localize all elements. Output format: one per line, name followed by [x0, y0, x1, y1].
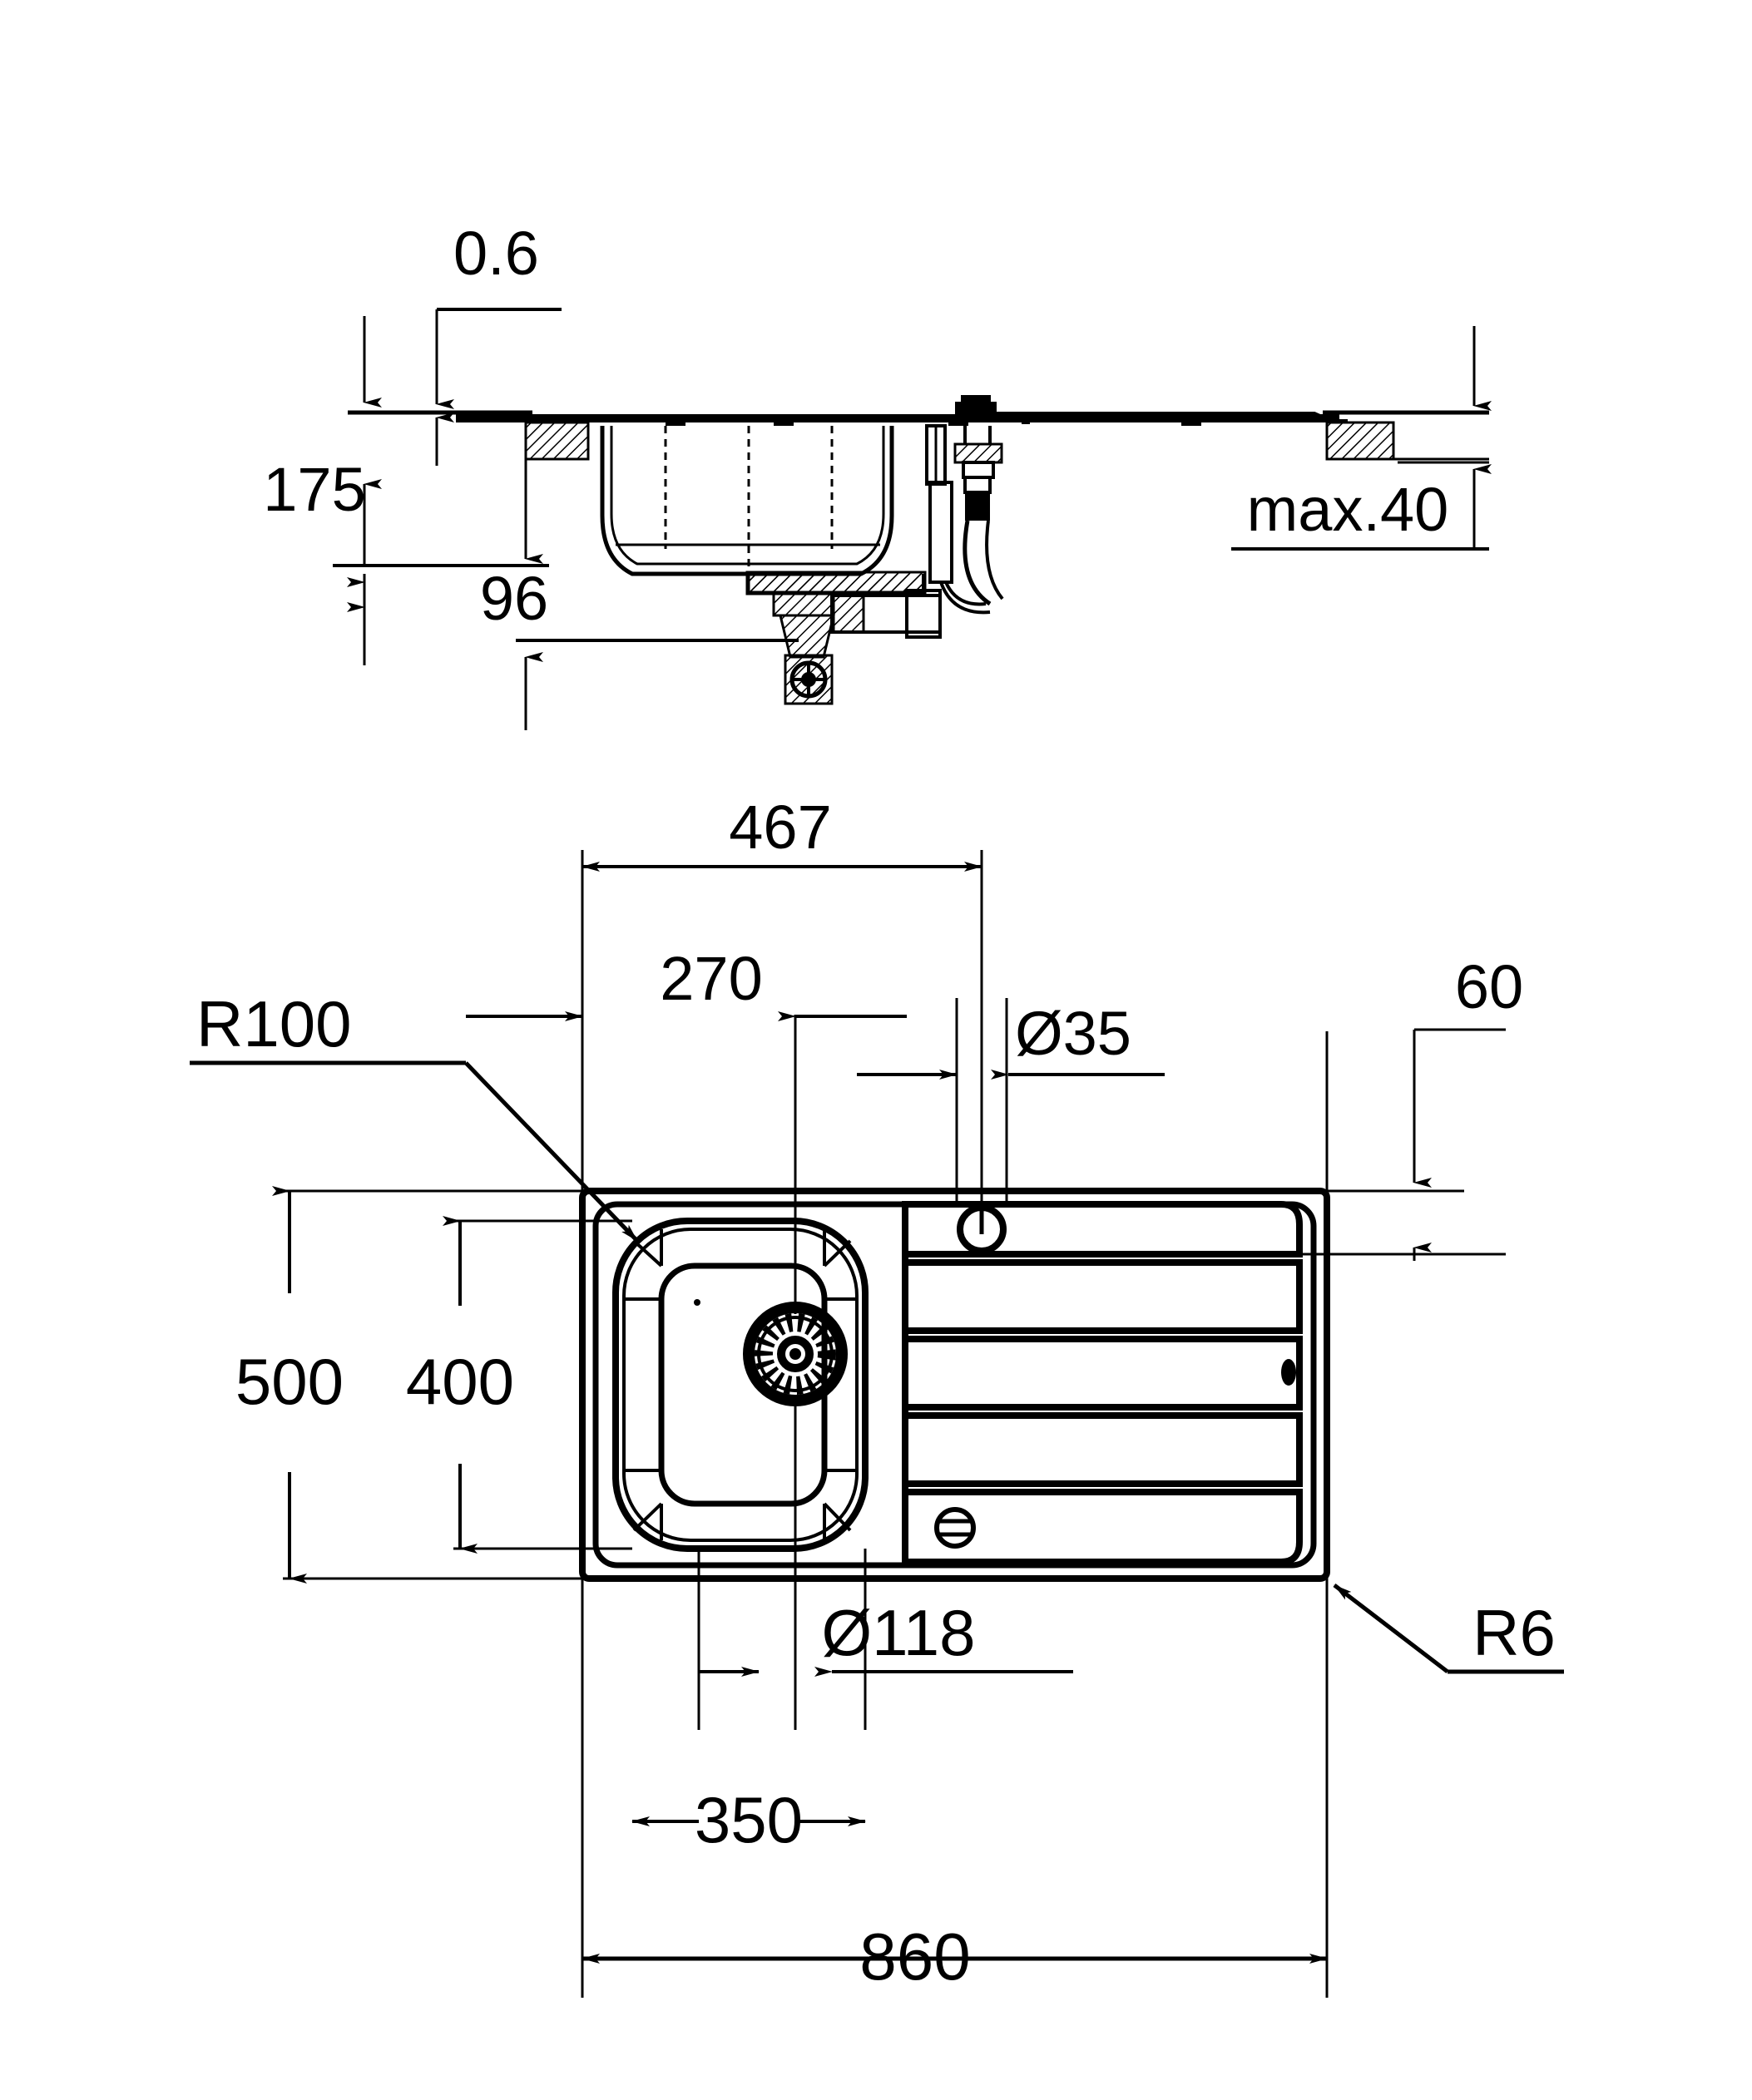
drainer-mark [1281, 1359, 1296, 1386]
bowl-mark [694, 1299, 700, 1306]
dim-label-r6: R6 [1472, 1596, 1556, 1669]
drainer-ribs [902, 1201, 1303, 1565]
dim-max40: max.40 [1231, 326, 1492, 551]
sink-rim-plate [456, 414, 1339, 422]
dim-label-350: 350 [695, 1783, 803, 1856]
overflow-pipe [925, 424, 991, 615]
dim-60: 60 [1413, 952, 1523, 1261]
dim-label-467: 467 [729, 793, 831, 862]
side-section-view: 0.6 175 96 max.40 [263, 219, 1492, 730]
dim-dia35: Ø35 [857, 999, 1165, 1080]
bowl-outer [612, 1218, 869, 1552]
dim-label-0-6: 0.6 [453, 219, 539, 288]
dim-175: 175 [263, 316, 549, 567]
dim-label-dia118: Ø118 [821, 1596, 975, 1669]
dim-label-96: 96 [480, 564, 548, 633]
dim-label-dia35: Ø35 [1015, 999, 1131, 1068]
dim-r6: R6 [1333, 1584, 1564, 1674]
dim-860: 860 [582, 1920, 1328, 1994]
dim-0-6: 0.6 [435, 219, 562, 466]
dim-label-270: 270 [660, 944, 762, 1013]
drainer-rib-5 [902, 1489, 1303, 1565]
drainer-rib-1 [902, 1201, 1303, 1258]
dim-label-max40: max.40 [1247, 475, 1449, 544]
dim-label-175: 175 [263, 455, 365, 524]
dim-label-500: 500 [235, 1345, 344, 1418]
drainer-outlet [934, 1507, 976, 1549]
dim-467: 467 [581, 793, 983, 882]
dim-label-400: 400 [406, 1345, 514, 1418]
dim-dia118: Ø118 [699, 1596, 1073, 1677]
tap-fitting [953, 395, 1030, 606]
dim-400: 400 [406, 1216, 514, 1554]
dim-r100: R100 [190, 987, 639, 1243]
clamp-right [1325, 421, 1489, 461]
top-plan-view: 467 270 Ø35 60 500 [190, 793, 1564, 1998]
bowl-outer-2 [622, 1228, 859, 1542]
dim-96: 96 [347, 564, 799, 730]
clamp-left [524, 421, 590, 461]
dim-500: 500 [235, 1186, 344, 1584]
dim-270: 270 [466, 944, 907, 1021]
waste-trap-assembly [745, 571, 942, 705]
dim-label-860: 860 [859, 1920, 970, 1994]
dim-label-60: 60 [1455, 952, 1523, 1021]
construction-lines [283, 850, 1464, 1998]
dim-label-r100: R100 [196, 987, 351, 1060]
dim-350: 350 [631, 1783, 866, 1856]
sink-bowl [612, 1218, 869, 1552]
